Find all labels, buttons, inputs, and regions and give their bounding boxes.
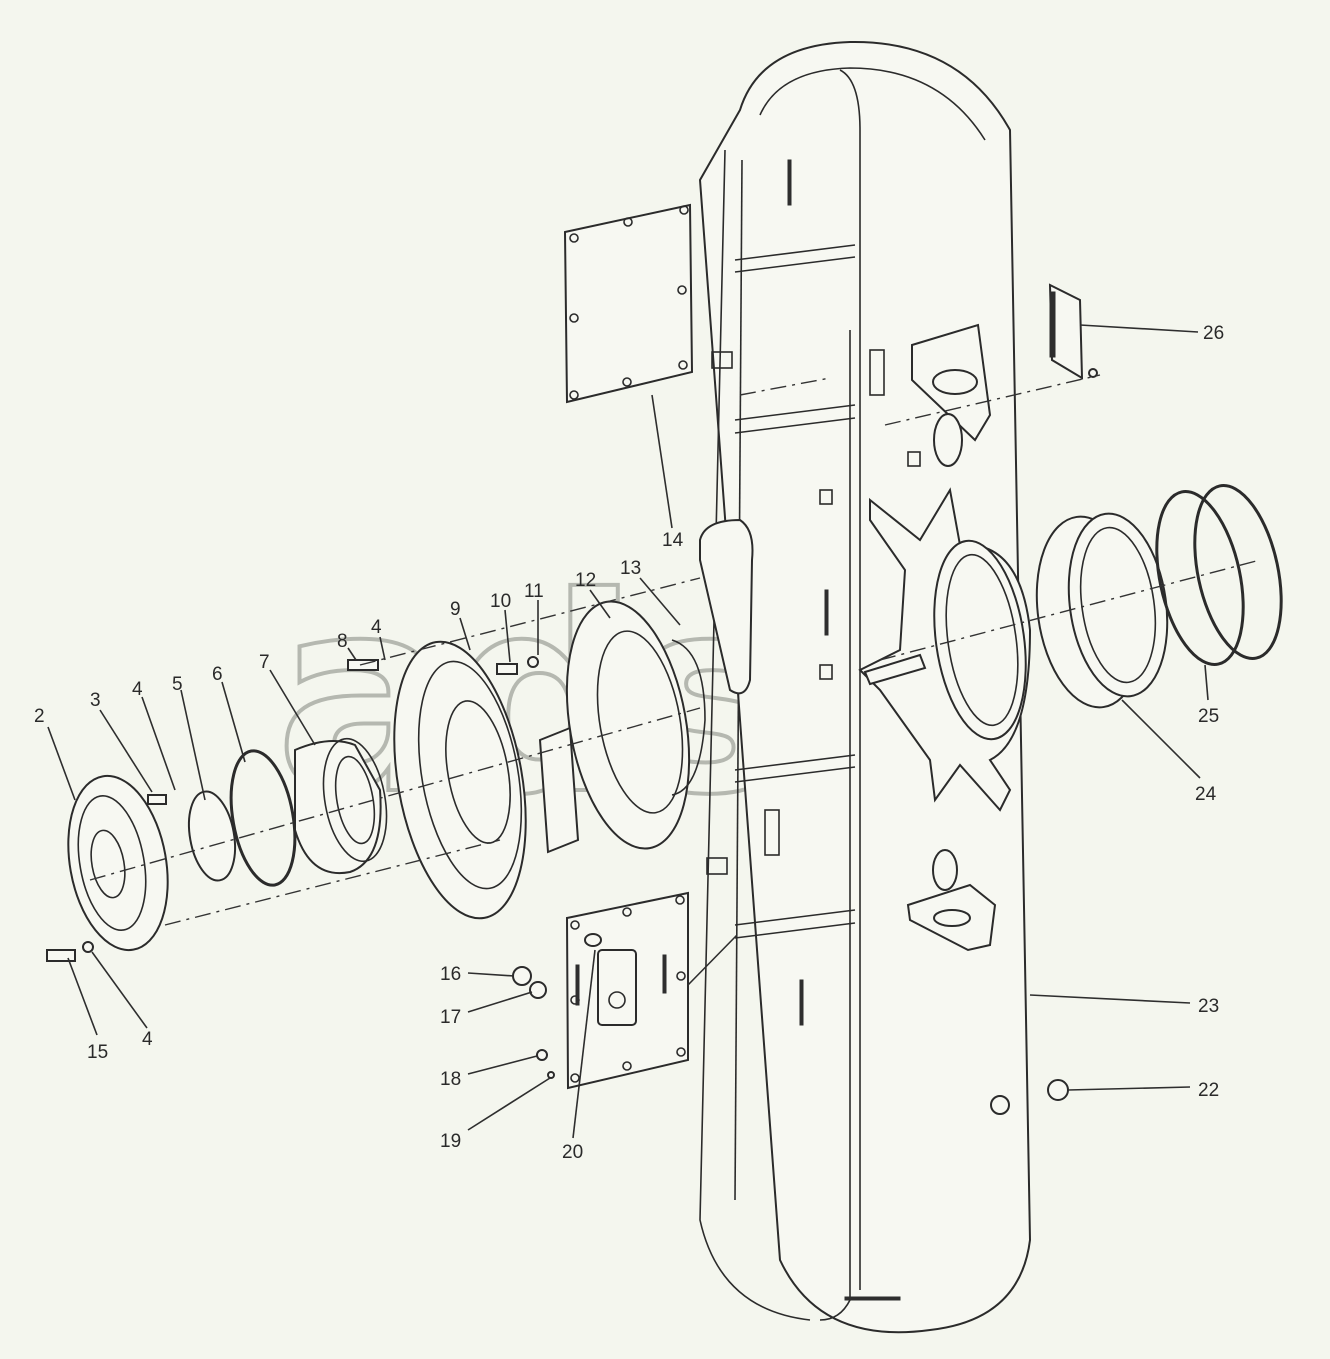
inner-chain [671,639,706,796]
callout-11: 11 [524,581,544,602]
callout-labels: 2 3 4 5 6 7 8 4 9 10 11 12 13 14 15 4 16… [34,323,1224,1163]
leader-lines [47,324,1209,1139]
gasket-ring [229,749,297,887]
callout-19: 19 [440,1131,461,1152]
axis-lines [89,374,1261,926]
callout-13: 13 [620,558,641,579]
callout-22: 22 [1198,1080,1219,1101]
callout-4: 4 [371,617,382,638]
clip-19 [547,1071,555,1079]
callout-17: 17 [440,1007,461,1028]
callout-5: 5 [172,674,183,695]
right-bracket [1048,283,1098,380]
callout-6: 6 [212,664,223,685]
cap-nut-16 [512,966,532,986]
pin-18 [536,1049,548,1061]
callout-24: 24 [1195,784,1217,805]
callout-14: 14 [662,530,684,551]
callout-10: 10 [490,591,511,612]
nut-17 [529,981,547,999]
bolt-15 [46,949,76,962]
callout-4: 4 [142,1029,153,1050]
sprocket [565,600,691,850]
callout-15: 15 [87,1042,108,1063]
sleeve-bearing [1035,512,1169,709]
callout-9: 9 [450,599,461,620]
lower-cover-plate [565,891,689,1090]
bolt-3 [147,794,167,805]
bolt-10 [496,663,518,675]
bolt-8 [347,659,379,671]
callout-26: 26 [1203,323,1224,344]
chain-section [538,726,580,854]
callout-12: 12 [575,570,596,591]
callout-3: 3 [90,690,101,711]
upper-bearing-bracket [911,323,992,467]
washer-11 [527,656,539,668]
callout-25: 25 [1198,706,1219,727]
bearing [294,737,388,875]
callout-23: 23 [1198,996,1219,1017]
bearing-housing-plate [393,640,527,920]
end-cover [67,774,169,952]
lower-bearing-bracket [906,849,997,952]
callout-20: 20 [562,1142,583,1163]
callout-7: 7 [259,652,270,673]
callout-16: 16 [440,964,461,985]
callout-4: 4 [132,679,143,700]
callout-2: 2 [34,706,45,727]
retainer-plate [187,790,237,882]
callout-8: 8 [337,631,348,652]
flange-housing [858,487,1032,812]
washer-4 [82,941,94,953]
upper-cover-plate [563,203,694,404]
callout-18: 18 [440,1069,461,1090]
